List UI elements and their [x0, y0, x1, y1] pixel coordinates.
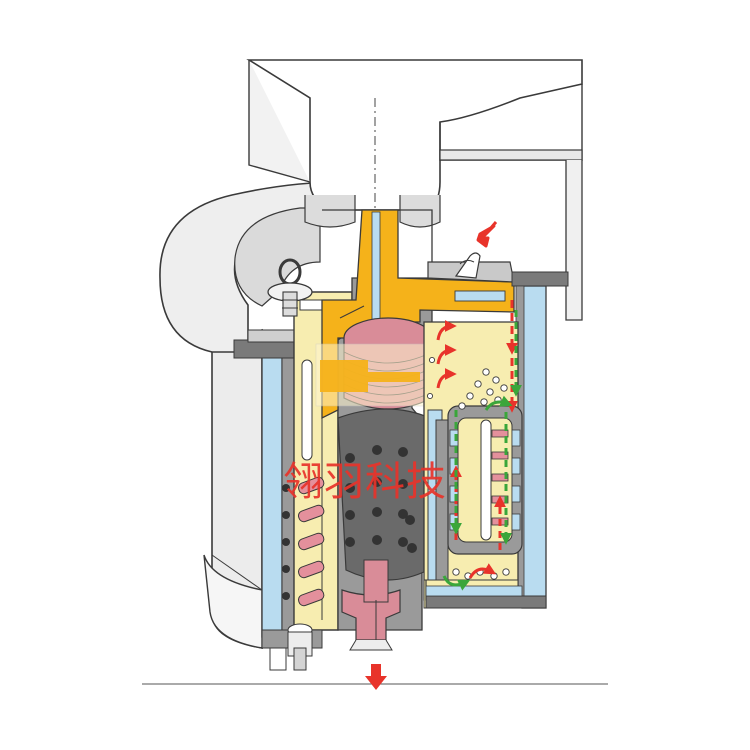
arrow-down-icon	[365, 664, 387, 690]
right-coil	[447, 405, 523, 555]
center-gold-band	[320, 360, 420, 392]
arrow-down-left-icon	[476, 221, 498, 248]
dark-core	[337, 408, 431, 581]
outlet-pipe	[341, 559, 401, 651]
inlet-nozzle	[427, 252, 515, 283]
flow-arrows-green	[442, 310, 522, 591]
scroll-inner-lip	[234, 207, 321, 307]
left-drain	[261, 623, 323, 671]
left-heater-rods	[297, 476, 325, 607]
lifting-eye-icon	[267, 258, 313, 317]
left-coolant-jacket	[261, 351, 283, 638]
core-holes	[345, 445, 417, 553]
